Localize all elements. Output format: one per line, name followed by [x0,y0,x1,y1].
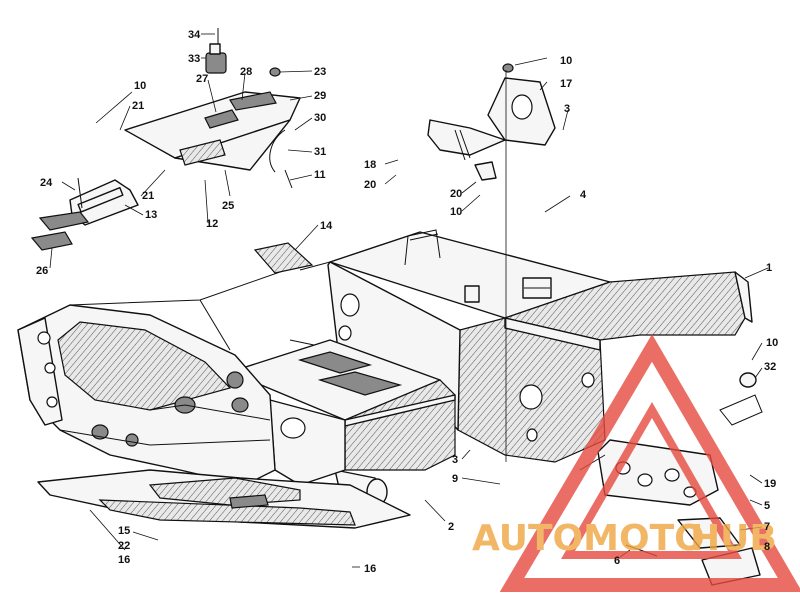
watermark-word-a: AUTOMOTO [472,518,705,559]
callout-14: 14 [320,220,333,232]
callout-1: 1 [766,262,772,274]
callout-21-top: 21 [132,100,144,112]
callout-34: 34 [188,29,201,41]
callout-5: 5 [764,500,770,512]
console-assembly [124,28,301,189]
callout-22: 22 [118,540,130,552]
callout-11: 11 [314,169,326,181]
callout-24: 24 [40,177,53,189]
watermark-word-b: HUB [690,518,777,559]
callout-2: 2 [448,521,454,533]
front-chassis [229,339,456,506]
leader-lines [49,33,769,568]
callout-8: 8 [764,541,770,553]
callout-27: 27 [196,73,208,85]
callout-7: 7 [764,521,770,533]
callout-32: 32 [764,361,776,373]
callout-26: 26 [36,265,48,277]
callout-31: 31 [314,146,326,158]
steering-support-17 [427,63,556,181]
callout-6: 6 [614,555,620,567]
callout-labels: 34 33 27 28 23 29 10 21 30 31 11 24 21 2… [36,29,778,575]
footrest-13 [30,177,139,251]
belly-pan [37,469,411,529]
part-14-plate [253,242,314,274]
callout-30: 30 [314,112,326,124]
callout-16-left: 16 [118,554,130,566]
callout-17: 17 [560,78,572,90]
callout-21-mid: 21 [142,190,154,202]
callout-20-left: 20 [364,179,376,191]
callout-10-top-left: 10 [134,80,146,92]
callout-3-top: 3 [564,103,570,115]
front-bulkhead [17,264,301,486]
callout-13: 13 [145,209,157,221]
callout-20-right: 20 [450,188,462,200]
callout-25: 25 [222,200,234,212]
callout-10-mid: 10 [450,206,462,218]
callout-33: 33 [188,53,200,65]
callout-23: 23 [314,66,326,78]
callout-28: 28 [240,66,252,78]
callout-4: 4 [580,189,587,201]
bumper-bracket [597,372,763,586]
callout-9: 9 [452,473,458,485]
callout-12: 12 [206,218,218,230]
callout-10-right: 10 [766,337,778,349]
callout-16-bottom: 16 [364,563,376,575]
watermark-logo: AUTOMOTO HUB [472,334,800,592]
callout-19: 19 [764,478,776,490]
callout-3-bottom: 3 [452,454,458,466]
callout-15: 15 [118,525,130,537]
callout-18: 18 [364,159,376,171]
callout-10-top-right: 10 [560,55,572,67]
callout-29: 29 [314,90,326,102]
